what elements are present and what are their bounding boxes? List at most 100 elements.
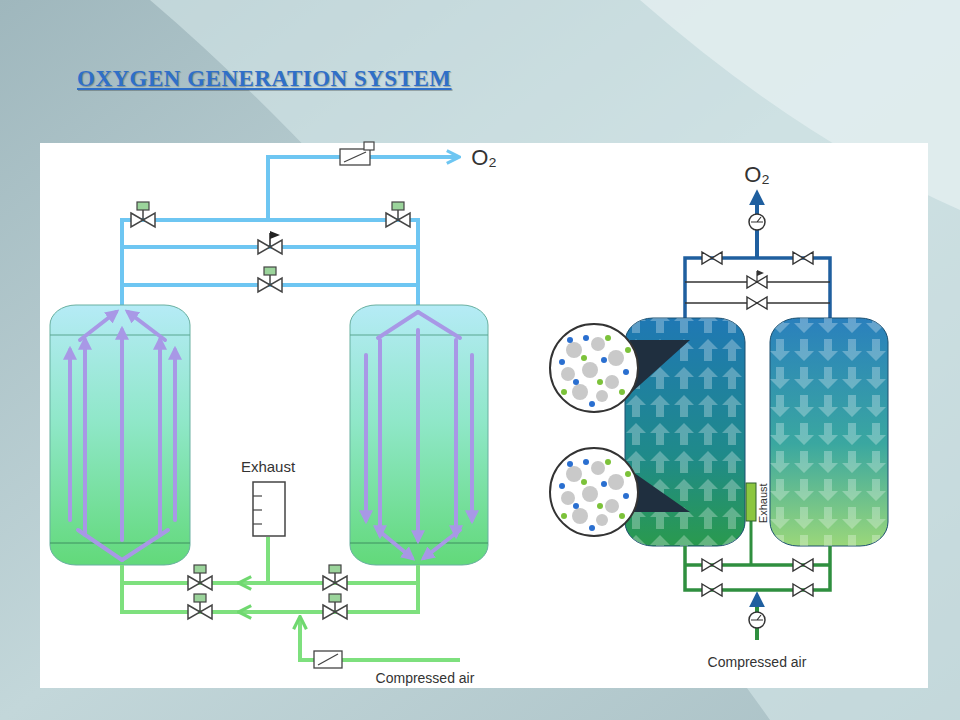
slide-background-part (40, 143, 928, 688)
air-pipes-part (749, 612, 765, 628)
air-pipes-part (685, 546, 830, 590)
check-valve-part (344, 152, 366, 162)
adsorber-vessel-part (770, 318, 888, 546)
flow-arrows-part (470, 355, 474, 520)
flow-arrows-part (122, 530, 168, 560)
flow-arrows-part (418, 312, 460, 338)
right-psa-diagram (550, 194, 888, 640)
valve-symbols-part (793, 559, 813, 571)
inlet-label: Compressed air (376, 670, 475, 686)
air-pipes-part (240, 581, 300, 585)
left-psa-diagram (50, 142, 488, 668)
flow-arrows-part (173, 350, 177, 520)
adsorber-vessel-part (350, 305, 488, 565)
flow-arrows-part (416, 330, 420, 540)
valve-symbols-part (386, 202, 410, 227)
adsorber-vessel-part (50, 542, 190, 543)
valve-symbols-part (323, 594, 347, 619)
check-valve (340, 142, 374, 165)
valve-symbols (131, 202, 410, 292)
inlet-valve (314, 651, 342, 668)
oxygen-pipes-part (685, 258, 830, 318)
flow-arrows-part (424, 530, 460, 558)
inlet-label: Compressed air (708, 654, 807, 670)
adsorber-vessel-part (625, 318, 745, 546)
exhaust-silencer (746, 483, 756, 521)
valve-symbols (188, 565, 347, 619)
exhaust-silencer-part (253, 495, 262, 496)
flow-arrows-part (83, 340, 87, 535)
valve-symbols-part (702, 584, 722, 596)
flow-arrows-part (78, 530, 122, 560)
flow-arrows (70, 312, 472, 560)
adsorber-vessel-part (350, 542, 488, 543)
adsorber-vessel-part (770, 318, 888, 546)
air-pipes-part (122, 581, 418, 585)
flow-arrows-part (68, 350, 72, 520)
adsorber-vessel-part (625, 318, 745, 546)
exhaust-label: Exhaust (241, 458, 295, 475)
slide-title: OXYGEN GENERATION SYSTEM (77, 66, 452, 92)
oxygen-pipes-part (749, 214, 765, 230)
magnifier-circle-part (550, 448, 638, 536)
air-pipes (122, 537, 460, 660)
flow-arrows-part (454, 340, 458, 535)
check-valve-part (364, 142, 374, 150)
flow-arrows-part (378, 312, 418, 338)
oxygen-pipes-part (268, 157, 458, 220)
air-pipes-part (266, 537, 270, 583)
output-label: O₂ (471, 145, 497, 170)
valve-symbols-part (131, 202, 155, 227)
valve-symbols-part (258, 267, 282, 292)
magnifier-circle (550, 324, 690, 536)
valve-symbols-part (702, 252, 722, 264)
air-pipes-part (240, 610, 300, 614)
magnifier-circle-part (630, 470, 690, 512)
flow-arrows-part (158, 340, 162, 535)
oxygen-pipes (122, 157, 458, 305)
adsorber-vessel (625, 318, 888, 546)
inlet-valve-part (314, 651, 342, 668)
valve-symbols-part (258, 231, 282, 254)
flow-arrows-part (378, 530, 412, 558)
exhaust-silencer (253, 482, 285, 536)
output-label: O₂ (744, 162, 770, 187)
valve-symbols-part (323, 565, 347, 590)
valve-symbols (702, 252, 813, 309)
air-pipes-part (751, 615, 763, 620)
exhaust-label: Exhaust (757, 483, 770, 523)
air-pipes-part (750, 521, 753, 565)
magnifier-circle-part (630, 340, 690, 392)
oxygen-pipes-part (122, 220, 418, 305)
valve-symbols-part (793, 252, 813, 264)
check-valve-part (340, 149, 370, 165)
air-pipes (685, 521, 830, 640)
valve-symbols-part (747, 270, 767, 288)
exhaust-silencer-part (253, 482, 285, 536)
flow-arrows-part (80, 312, 116, 340)
adsorber-vessel (50, 305, 488, 565)
adsorber-vessel-part (50, 305, 190, 565)
flow-arrows-part (364, 355, 368, 520)
flow-arrows-part (128, 312, 165, 340)
inlet-valve-part (318, 654, 338, 665)
flow-arrows-part (378, 340, 382, 535)
valve-symbols-part (747, 297, 767, 309)
oxygen-pipes (685, 194, 830, 318)
valve-symbols (702, 559, 813, 596)
valve-symbols-part (702, 559, 722, 571)
exhaust-silencer-part (253, 509, 262, 510)
flow-arrows-part (120, 330, 124, 540)
valve-symbols-part (188, 565, 212, 590)
valve-symbols-part (188, 594, 212, 619)
valve-symbols-part (793, 584, 813, 596)
exhaust-silencer-part (253, 523, 262, 524)
oxygen-pipes-part (751, 217, 763, 222)
exhaust-silencer-part (746, 483, 756, 521)
magnifier-circle-part (550, 324, 638, 412)
